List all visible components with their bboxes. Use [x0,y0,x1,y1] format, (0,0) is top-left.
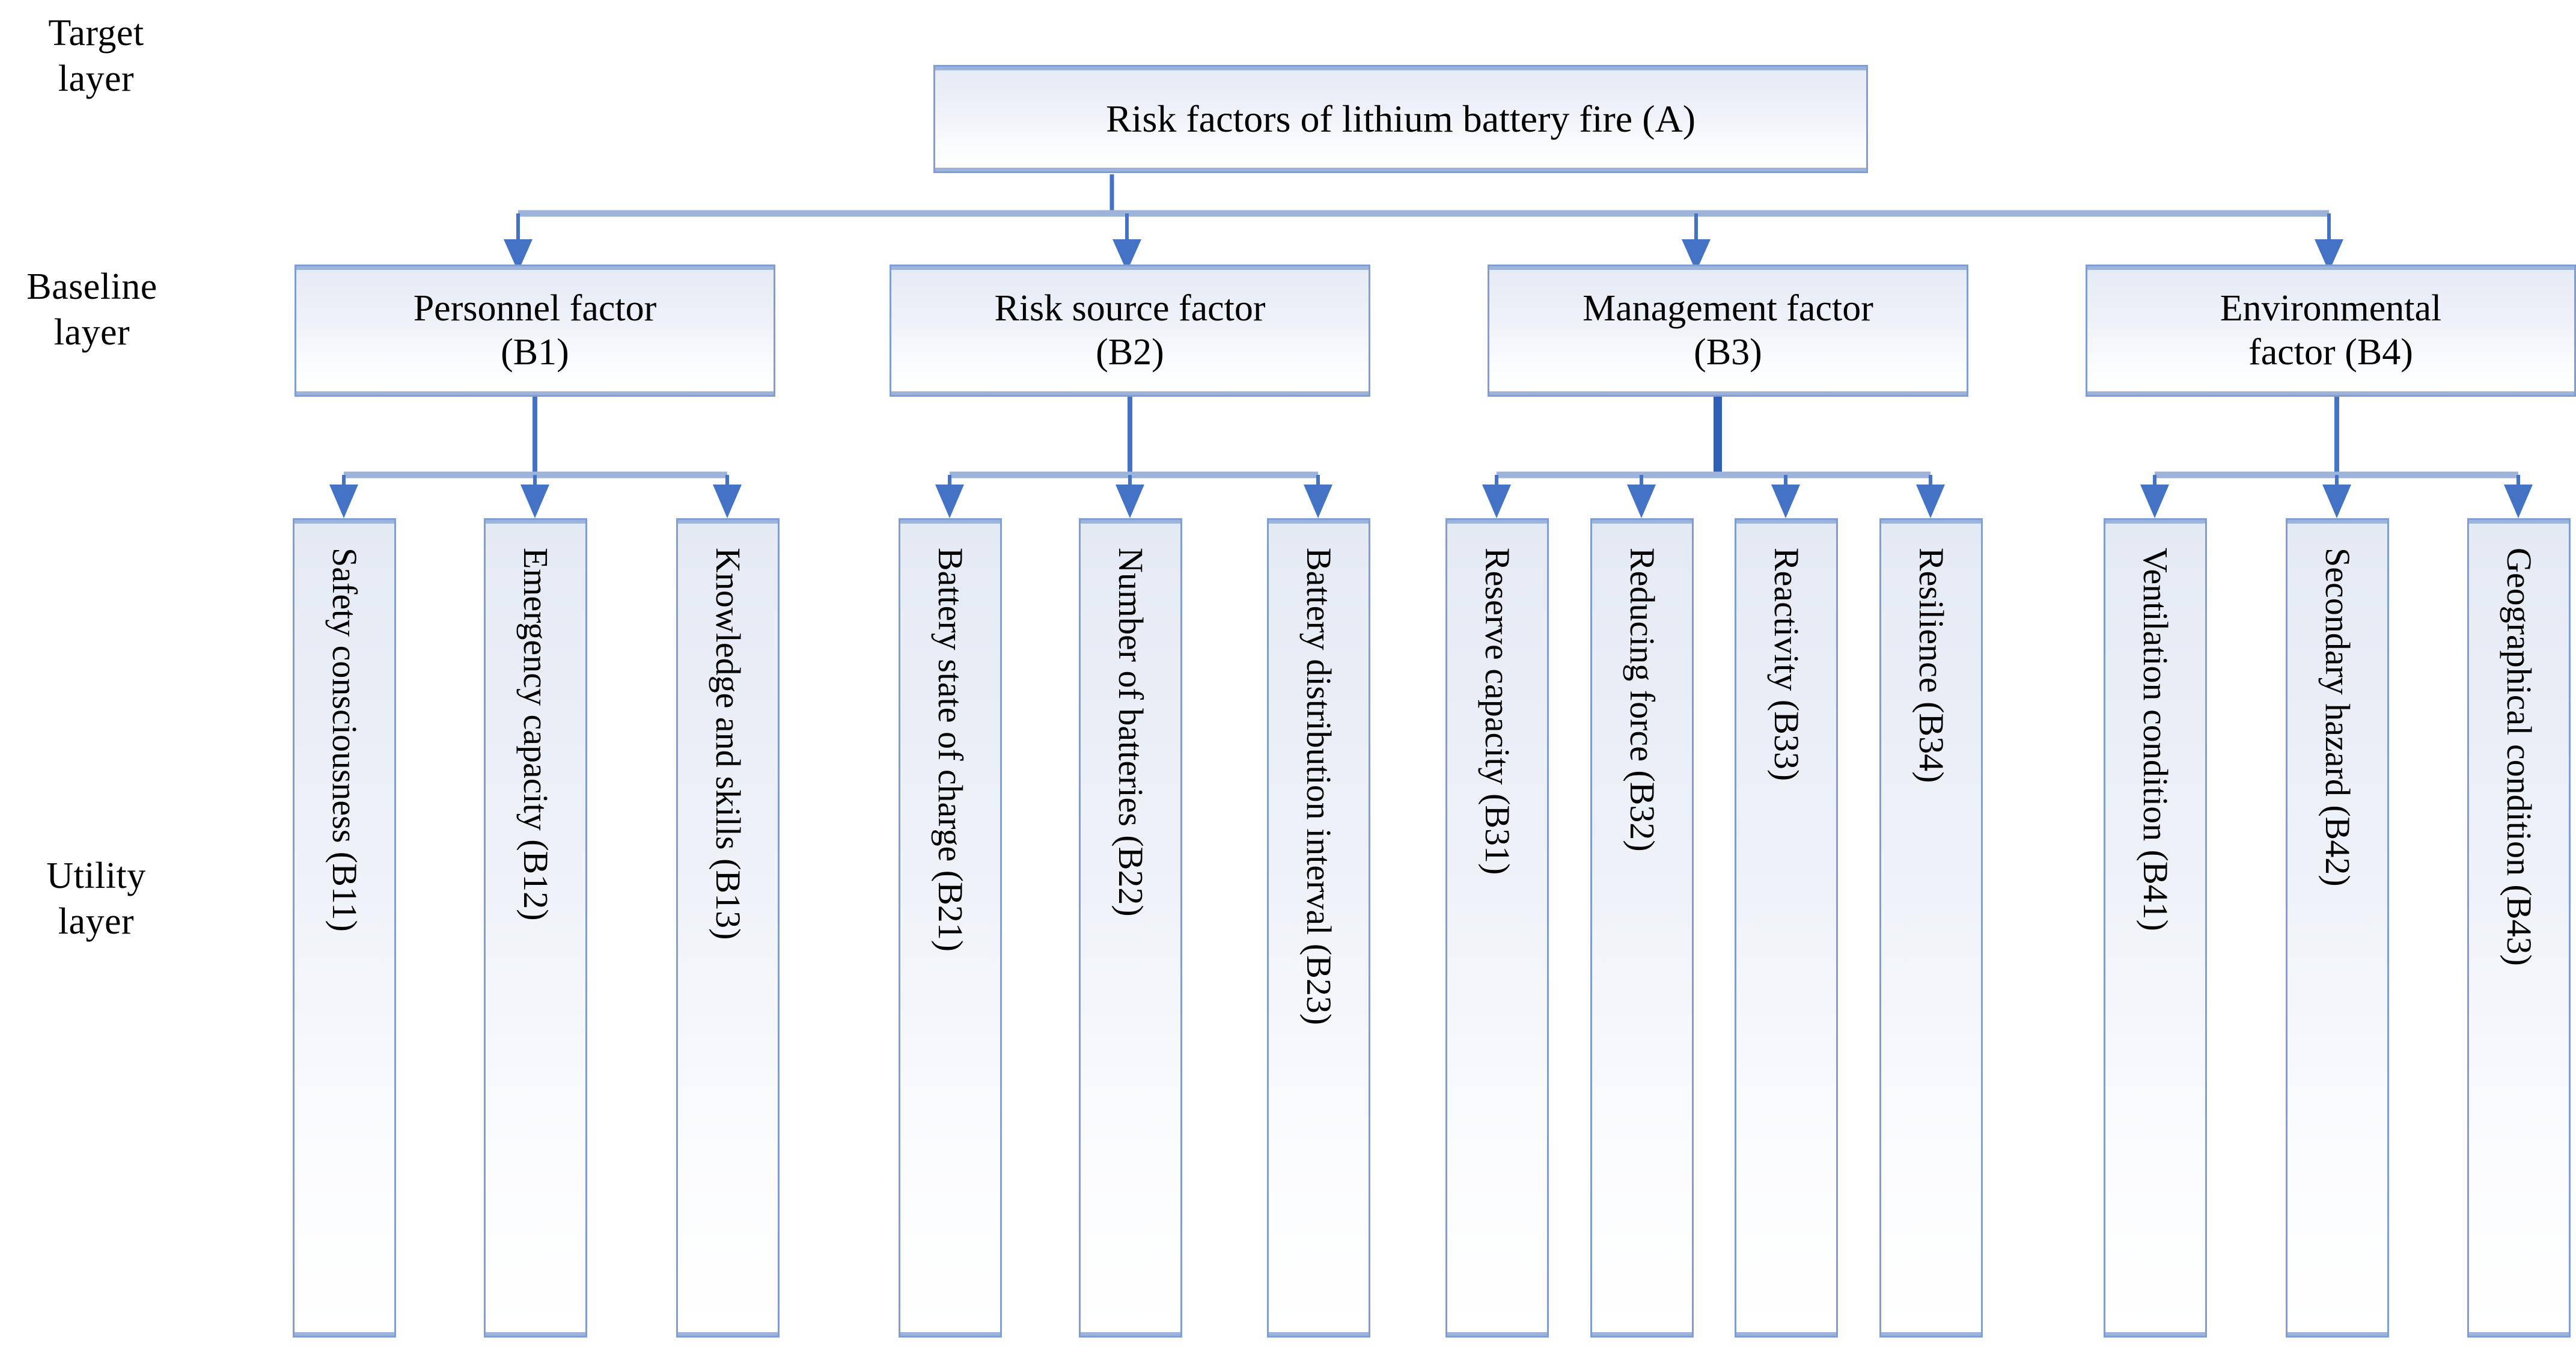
layer-label-baseline: Baseline layer [26,266,157,353]
node-baseline-b4-label: Environmental factor (B4) [2220,287,2442,373]
node-utility-b22-label: Number of batteries (B22) [1111,548,1150,917]
layer-label-utility: Utility layer [46,855,146,942]
node-utility-b32[interactable]: Reducing force (B32) [1590,518,1694,1338]
node-baseline-b3-label: Management factor (B3) [1583,287,1873,373]
node-utility-b31-label: Reserve capacity (B31) [1478,548,1517,875]
node-utility-b34-label: Resilience (B34) [1912,548,1951,783]
node-utility-b13-label: Knowledge and skills (B13) [709,548,748,940]
node-utility-b31[interactable]: Reserve capacity (B31) [1445,518,1549,1338]
node-utility-b43[interactable]: Geographical condition (B43) [2467,518,2571,1338]
node-utility-b11[interactable]: Safety consciousness (B11) [293,518,396,1338]
node-utility-b13[interactable]: Knowledge and skills (B13) [676,518,780,1338]
node-utility-b23[interactable]: Battery distribution interval (B23) [1267,518,1370,1338]
node-utility-b32-label: Reducing force (B32) [1623,548,1662,852]
node-utility-b22[interactable]: Number of batteries (B22) [1079,518,1182,1338]
node-utility-b33-label: Reactivity (B33) [1767,548,1806,781]
node-baseline-b3[interactable]: Management factor (B3) [1488,265,1968,397]
node-utility-b42-label: Secondary hazard (B42) [2318,548,2357,887]
node-baseline-b1-label: Personnel factor (B1) [413,287,657,373]
node-utility-b41[interactable]: Ventilation condition (B41) [2104,518,2207,1338]
node-utility-b21-label: Battery state of charge (B21) [931,548,970,952]
node-baseline-b2[interactable]: Risk source factor (B2) [890,265,1370,397]
node-utility-b11-label: Safety consciousness (B11) [325,548,364,932]
node-utility-b23-label: Battery distribution interval (B23) [1299,548,1338,1026]
node-utility-b12-label: Emergency capacity (B12) [516,548,555,921]
node-utility-b34[interactable]: Resilience (B34) [1879,518,1983,1338]
node-baseline-b1[interactable]: Personnel factor (B1) [295,265,775,397]
node-baseline-b2-label: Risk source factor (B2) [994,287,1266,373]
node-utility-b42[interactable]: Secondary hazard (B42) [2286,518,2389,1338]
layer-label-target: Target layer [48,13,144,99]
node-utility-b33[interactable]: Reactivity (B33) [1735,518,1838,1338]
node-target-risk-factors[interactable]: Risk factors of lithium battery fire (A) [933,65,1868,173]
node-utility-b41-label: Ventilation condition (B41) [2136,548,2175,931]
node-baseline-b4[interactable]: Environmental factor (B4) [2086,265,2576,397]
node-utility-b12[interactable]: Emergency capacity (B12) [484,518,587,1338]
node-utility-b43-label: Geographical condition (B43) [2500,548,2539,966]
node-utility-b21[interactable]: Battery state of charge (B21) [899,518,1002,1338]
node-target-label: Risk factors of lithium battery fire (A) [1105,97,1696,141]
